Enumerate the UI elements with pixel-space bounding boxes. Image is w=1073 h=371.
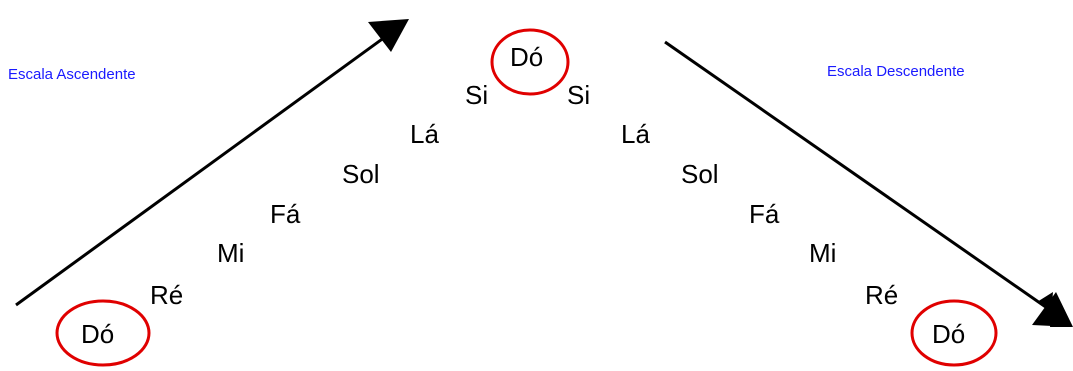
top-note-do: Dó (510, 42, 544, 72)
ascending-note-fa: Fá (270, 199, 301, 229)
ascending-scale-label: Escala Ascendente (8, 66, 136, 83)
descending-scale-label: Escala Descendente (827, 63, 965, 80)
circle-highlight-icon (55, 299, 151, 367)
descending-note-fa: Fá (749, 199, 780, 229)
descending-note-si: Si (567, 80, 591, 110)
ascending-note-mi: Mi (217, 238, 245, 268)
circle-highlight-icon (490, 28, 570, 96)
ascending-note-do: Dó (81, 319, 115, 349)
descending-note-la: Lá (621, 119, 650, 149)
descending-arrow-icon (664, 40, 1073, 327)
descending-note-do: Dó (932, 319, 966, 349)
descending-note-sol: Sol (681, 159, 719, 189)
ascending-note-re: Ré (150, 280, 184, 310)
ascending-arrow-icon (15, 19, 409, 307)
descending-note-mi: Mi (809, 238, 837, 268)
ascending-note-si: Si (465, 80, 489, 110)
ascending-note-sol: Sol (342, 159, 380, 189)
circle-highlight-icon (910, 299, 998, 367)
ascending-note-la: Lá (410, 119, 439, 149)
descending-note-re: Ré (865, 280, 899, 310)
